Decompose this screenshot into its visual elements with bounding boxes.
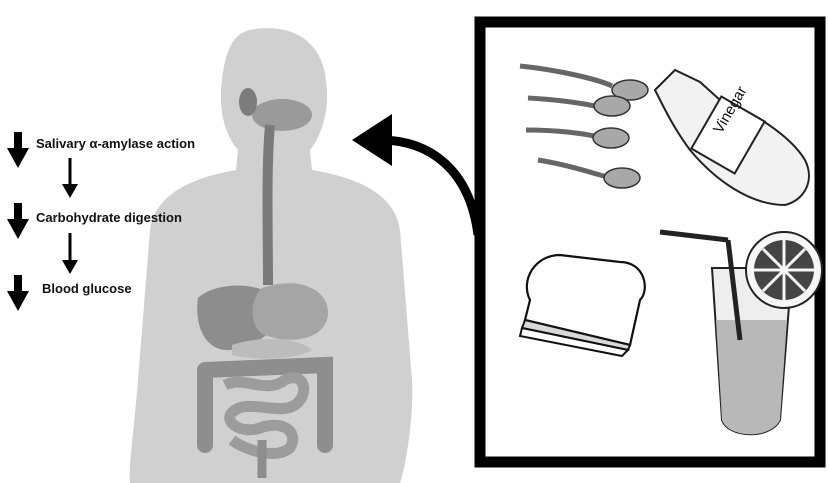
mouth-region	[252, 99, 312, 131]
stomach	[253, 283, 329, 340]
down-arrow-icon	[62, 233, 78, 274]
ear-icon	[239, 88, 257, 116]
esophagus	[268, 125, 271, 285]
step-label-carbohydrate-digestion: Carbohydrate digestion	[36, 210, 182, 225]
step-label-salivary-amylase: Salivary α-amylase action	[36, 136, 195, 151]
step-label-blood-glucose: Blood glucose	[42, 281, 132, 296]
down-arrow-icon	[7, 132, 29, 168]
down-arrow-icon	[7, 275, 29, 311]
down-arrow-icon	[62, 158, 78, 198]
down-arrow-icon	[7, 203, 29, 239]
